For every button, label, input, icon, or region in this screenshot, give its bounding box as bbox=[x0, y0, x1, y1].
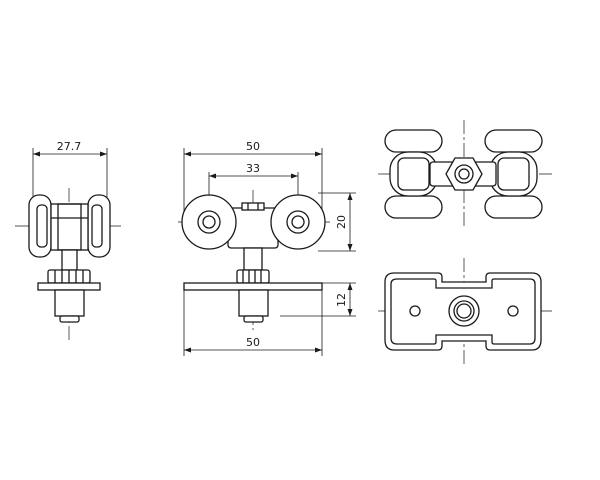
top-wheel-left-lower bbox=[384, 195, 443, 219]
dimension-label-front-top-width: 50 bbox=[246, 140, 260, 153]
dimension-front-top-width: 50 bbox=[183, 140, 323, 212]
side-left-wheel bbox=[28, 194, 52, 258]
side-bolt bbox=[54, 289, 85, 323]
bottom-right-hole bbox=[507, 305, 519, 317]
dimension-label-stem-height: 12 bbox=[335, 293, 348, 307]
side-right-wheel bbox=[87, 194, 111, 258]
bottom-plate-inner bbox=[390, 278, 536, 345]
front-view: 50 33 20 12 50 bbox=[178, 140, 356, 356]
front-body bbox=[227, 202, 279, 271]
front-bolt bbox=[238, 289, 269, 323]
side-nut bbox=[47, 269, 91, 284]
dimension-stem-height: 12 bbox=[280, 282, 356, 317]
top-wheel-right-lower bbox=[484, 195, 543, 219]
front-left-wheel bbox=[181, 194, 237, 250]
top-view bbox=[378, 120, 552, 228]
side-view: 27.7 bbox=[15, 140, 124, 340]
dimension-label-plate-width: 50 bbox=[246, 336, 260, 349]
side-plate bbox=[37, 282, 101, 291]
top-wheel-right-upper bbox=[484, 129, 543, 153]
dimension-wheel-height: 20 bbox=[318, 192, 356, 252]
bottom-view bbox=[378, 258, 552, 364]
dimension-label-wheel-height: 20 bbox=[335, 215, 348, 229]
top-wheel-left-upper bbox=[384, 129, 443, 153]
top-right-axle bbox=[489, 151, 538, 197]
bottom-left-hole bbox=[409, 305, 421, 317]
top-hex-nut bbox=[445, 157, 483, 191]
dimension-label-wheel-spacing: 33 bbox=[246, 162, 260, 175]
dimension-label-side-width: 27.7 bbox=[57, 140, 82, 153]
dimension-side-width: 27.7 bbox=[32, 140, 108, 200]
dimension-plate-width: 50 bbox=[183, 290, 323, 356]
front-right-wheel bbox=[270, 194, 326, 250]
front-nut bbox=[236, 269, 270, 284]
front-plate bbox=[183, 282, 323, 291]
bottom-bolt-end bbox=[448, 295, 480, 327]
side-body bbox=[50, 203, 89, 271]
